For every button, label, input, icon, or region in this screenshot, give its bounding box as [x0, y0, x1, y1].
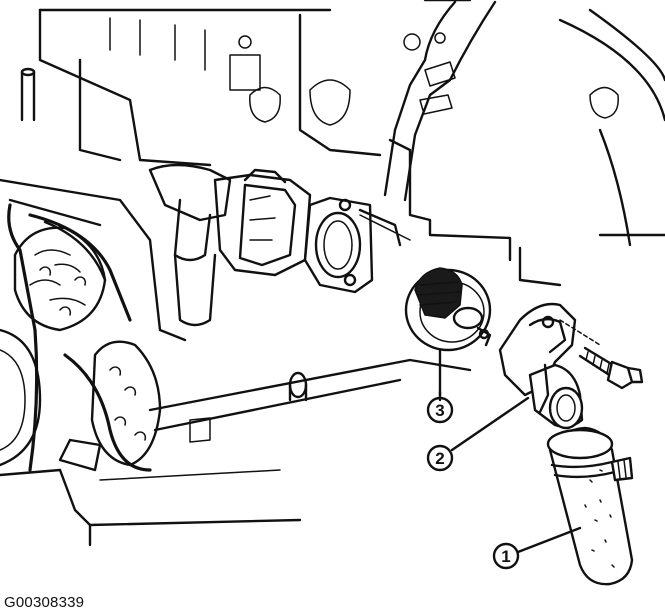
coolant-pipe [383, 0, 497, 202]
water-outlet-on-engine [148, 163, 411, 327]
thermostat [404, 267, 492, 397]
drive-belt-pulleys [0, 203, 162, 472]
callout-2: 2 [426, 444, 454, 472]
radiator-hose [546, 426, 634, 586]
figure-id-label: G00308339 [4, 594, 85, 611]
engine-block [0, 0, 665, 547]
callout-3: 3 [426, 396, 454, 424]
callout-3-number: 3 [435, 401, 444, 420]
callout-2-number: 2 [435, 449, 444, 468]
callout-1-number: 1 [501, 547, 510, 566]
callout-1: 1 [492, 542, 520, 570]
thermostat-housing [498, 302, 644, 430]
